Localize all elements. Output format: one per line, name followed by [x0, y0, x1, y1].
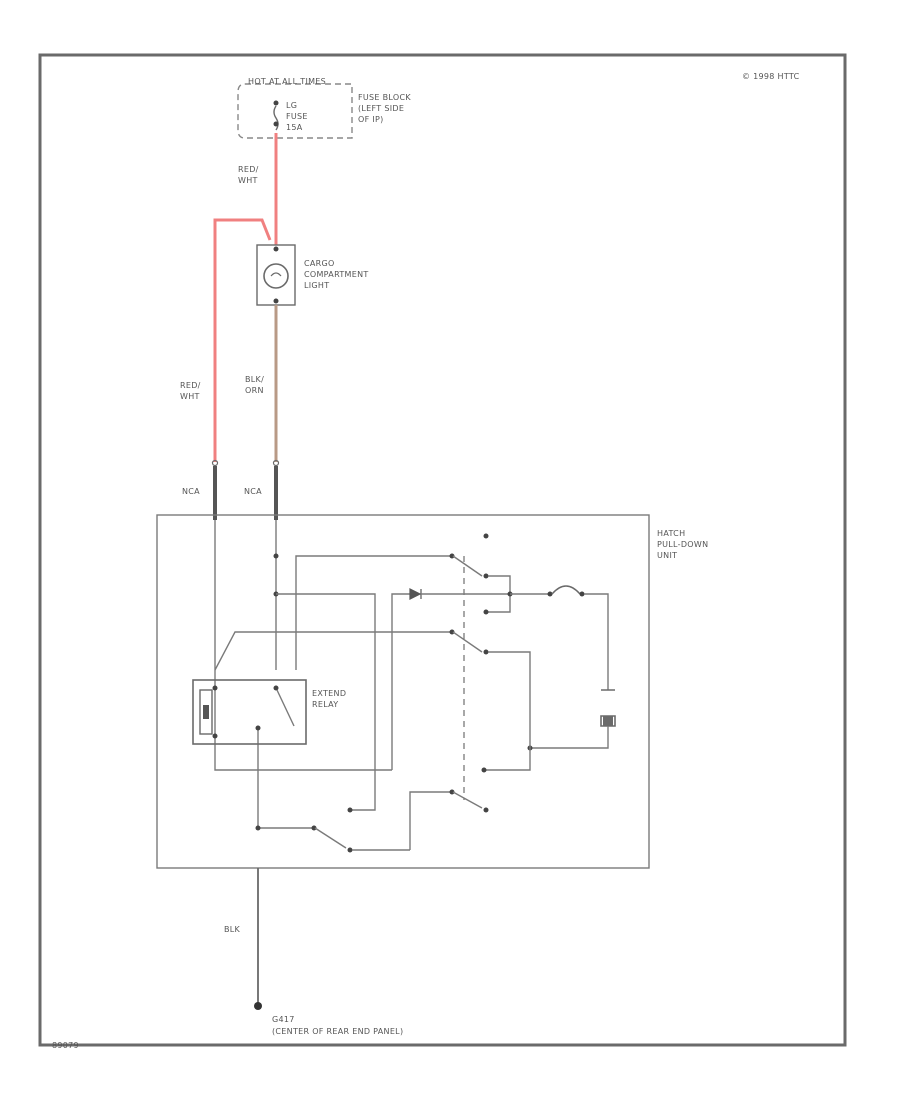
breaker-terminal [547, 591, 553, 597]
switch-blade [314, 827, 347, 849]
unit-label-1: HATCH [657, 529, 685, 538]
switch-contact [483, 807, 489, 813]
wire-right-color-1: BLK/ [245, 375, 264, 384]
relay-label-1: EXTEND [312, 689, 346, 698]
connector-right-pin [272, 459, 280, 467]
fuse-block-label-3: OF IP) [358, 115, 384, 124]
circuit-line [486, 651, 531, 771]
relay-label-2: RELAY [312, 700, 339, 709]
figure-id: 89079 [52, 1041, 79, 1050]
fuse-label-1: LG [286, 101, 297, 110]
circuit-breaker-icon [551, 585, 581, 595]
connector-left: NCA [182, 459, 219, 520]
relay-terminal [212, 733, 218, 739]
relay-terminal [255, 725, 261, 731]
fuse-label-3: 15A [286, 123, 303, 132]
circuit-line [257, 728, 312, 829]
circuit-line [409, 791, 450, 850]
hot-at-all-times-label: HOT AT ALL TIMES [248, 77, 326, 86]
switch-contact [347, 807, 353, 813]
ground-label-2: (CENTER OF REAR END PANEL) [272, 1027, 403, 1036]
ground-symbol-icon [254, 1002, 262, 1010]
lamp-housing [256, 244, 296, 306]
wire-top-color-2: WHT [238, 176, 258, 185]
switch-blade [452, 791, 483, 809]
circuit-line [530, 726, 609, 749]
lamp-label-2: COMPARTMENT [304, 270, 369, 279]
lamp-terminal-bottom [273, 298, 279, 304]
switch-contact [483, 533, 489, 539]
relay-terminal [273, 685, 279, 691]
diagram-border [38, 53, 847, 1047]
junction-dot [273, 553, 279, 559]
connector-right: NCA [244, 459, 280, 520]
switch-contact [347, 847, 353, 853]
motor-body [603, 716, 613, 726]
fuse-label-2: FUSE [286, 112, 308, 121]
wire-left-color-1: RED/ [180, 381, 201, 390]
switch-contact [483, 609, 489, 615]
fuse-block-label-1: FUSE BLOCK [358, 93, 411, 102]
ground-label-1: G417 [272, 1015, 295, 1024]
fuse-terminal-bottom [273, 121, 279, 127]
switch-contact [483, 573, 489, 579]
breaker-terminal [579, 591, 585, 597]
fuse-symbol [273, 105, 279, 131]
relay-coil-icon [199, 689, 213, 735]
fuse-block-outline [237, 83, 353, 139]
relay-terminal [212, 685, 218, 691]
red-wire-branch [213, 218, 272, 462]
lamp-label-1: CARGO [304, 259, 335, 268]
lamp-terminal-top [273, 246, 279, 252]
fuse-terminal-top [273, 100, 279, 106]
switch-blade [452, 555, 483, 577]
unit-label-3: UNIT [657, 551, 677, 560]
unit-label-2: PULL-DOWN [657, 540, 708, 549]
switch-contact [311, 825, 317, 831]
switch-contact [449, 789, 455, 795]
lamp-filament [270, 272, 282, 277]
switch-contact [483, 649, 489, 655]
lamp-label-3: LIGHT [304, 281, 329, 290]
switch-contact [449, 553, 455, 559]
switch-contact [449, 629, 455, 635]
wire-top-color-1: RED/ [238, 165, 259, 174]
extend-relay: EXTEND RELAY [192, 679, 346, 745]
fuse-block-label-2: (LEFT SIDE [358, 104, 404, 113]
circuit-line [214, 631, 450, 671]
relay-contact-blade [276, 689, 295, 727]
circuit-line [584, 593, 609, 690]
copyright-text: © 1998 HTTC [742, 72, 800, 81]
cargo-light: CARGO COMPARTMENT LIGHT [256, 244, 369, 306]
relay-coil-core [203, 705, 209, 719]
circuit-line [214, 520, 392, 771]
ground-wire-color: BLK [224, 925, 241, 934]
connector-left-label: NCA [182, 487, 200, 496]
diode-icon [409, 588, 422, 600]
circuit-line [276, 593, 376, 811]
connector-left-pin [211, 459, 219, 467]
circuit-line [391, 593, 410, 770]
wire-left-color-2: WHT [180, 392, 200, 401]
lamp-bulb-icon [263, 263, 289, 289]
hatch-unit-box [156, 514, 650, 869]
relay-box [192, 679, 307, 745]
connector-right-label: NCA [244, 487, 262, 496]
circuit-line [295, 555, 450, 670]
wire-right-color-2: ORN [245, 386, 264, 395]
fuse-block: HOT AT ALL TIMES LG FUSE 15A FUSE BLOCK … [237, 77, 411, 139]
switch-blade [452, 631, 483, 653]
internal-circuit [214, 520, 616, 853]
junction-dot [255, 825, 261, 831]
switch-contact [481, 767, 487, 773]
